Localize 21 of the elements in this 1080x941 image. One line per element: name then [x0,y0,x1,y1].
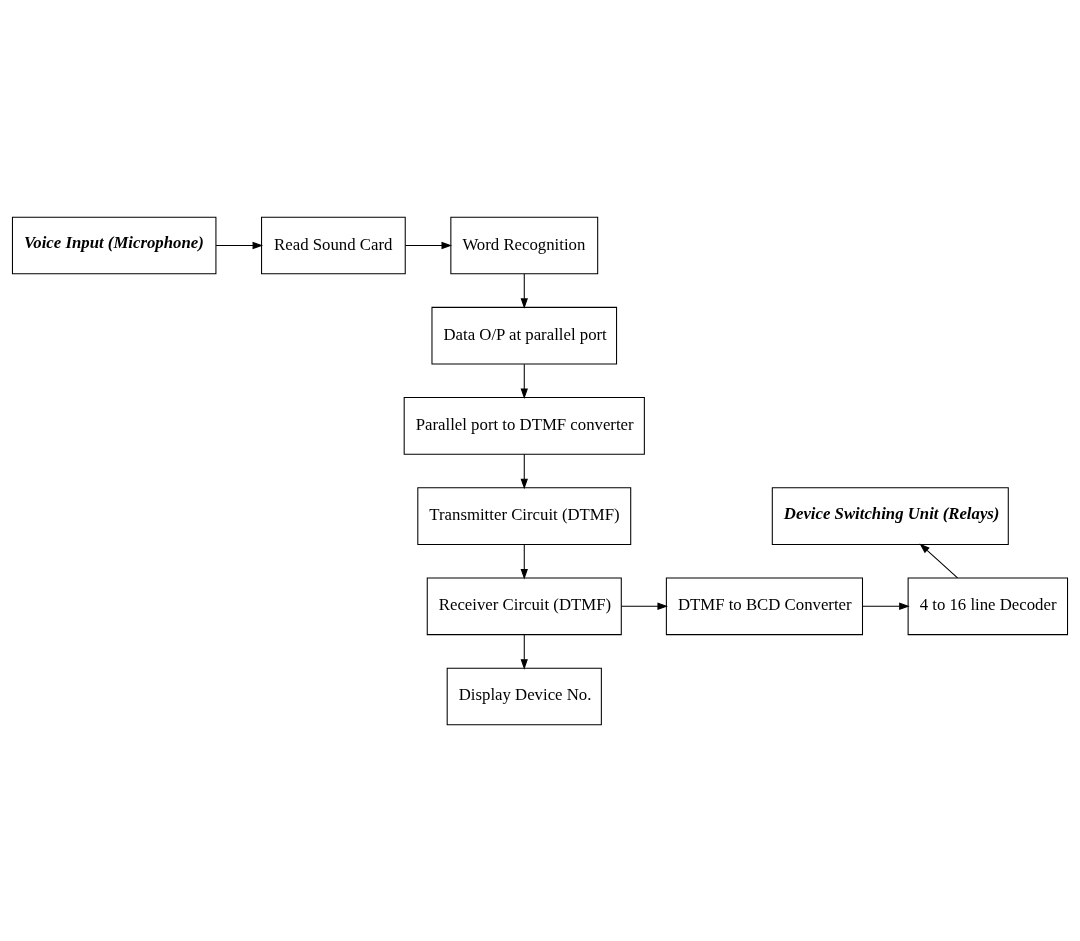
node-box: Device Switching Unit (Relays) [771,486,1009,545]
arrow [215,241,264,249]
arrow [919,542,959,578]
arrow [862,602,910,610]
node-box: Voice Input (Microphone) [11,216,217,274]
node-box: Read Sound Card [261,216,406,274]
arrow [520,633,528,670]
arrow [520,363,528,399]
arrow [520,272,528,309]
node-box: Parallel port to DTMF converter [403,396,645,455]
node-box: DTMF to BCD Converter [665,576,864,635]
node-box: Display Device No. [446,667,602,725]
arrow [520,453,528,489]
node-box: Data O/P at parallel port [431,306,618,365]
node-box: Transmitter Circuit (DTMF) [417,486,632,545]
arrow [620,602,668,610]
arrow [404,241,452,249]
node-box: Receiver Circuit (DTMF) [426,576,622,635]
node-box: Word Recognition [450,216,599,274]
arrow [520,543,528,579]
node-box: 4 to 16 line Decoder [907,576,1069,635]
